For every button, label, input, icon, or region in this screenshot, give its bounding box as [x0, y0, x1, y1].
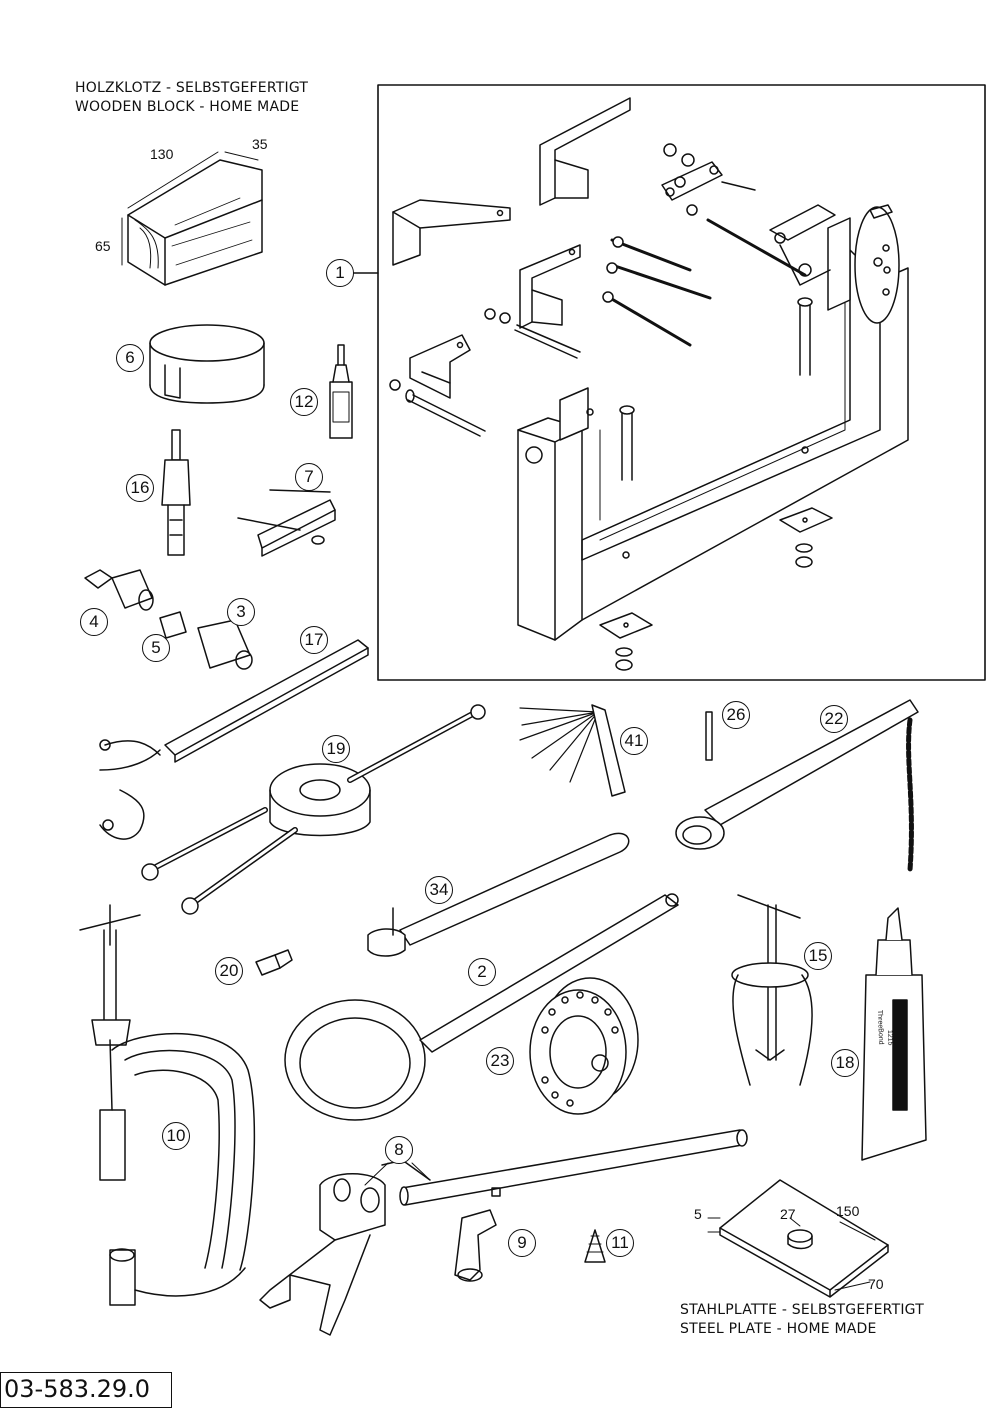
feeler-gauge-drawing: [519, 704, 626, 797]
callout-15: 15: [804, 942, 832, 970]
callout-5: 5: [142, 634, 170, 662]
chain-wrench-drawing: [675, 699, 919, 873]
leader-8: [364, 1162, 431, 1186]
plate-width-dimension: 70: [868, 1276, 884, 1292]
block-length-dimension: 130: [150, 146, 174, 162]
callout-2: 2: [468, 958, 496, 986]
callout-1: 1: [326, 259, 354, 287]
threebond-tube-drawing: ThreeBond 1215: [861, 907, 927, 1161]
callout-34: 34: [425, 876, 453, 904]
wrench-set-19-drawing: [141, 704, 486, 915]
callout-10: 10: [162, 1122, 190, 1150]
steel-plate-caption-de: STAHLPLATTE - SELBSTGEFERTIGT: [680, 1302, 924, 1318]
rotor-puller-drawing: [529, 977, 639, 1115]
wooden-block-caption-de: HOLZKLOTZ - SELBSTGEFERTIGT: [75, 80, 309, 96]
three-jaw-puller-drawing: [731, 894, 813, 1086]
callout-23: 23: [486, 1047, 514, 1075]
callout-16: 16: [126, 474, 154, 502]
callout-19: 19: [322, 735, 350, 763]
screw-drawing: [255, 949, 293, 976]
callout-12: 12: [290, 388, 318, 416]
tube-number-text: 1215: [886, 1030, 894, 1046]
adapter-9-drawing: [454, 1209, 497, 1282]
callout-20: 20: [215, 957, 243, 985]
callout-3: 3: [227, 598, 255, 626]
callout-11: 11: [606, 1229, 634, 1257]
cone-11-drawing: [584, 1229, 606, 1263]
callout-4: 4: [80, 608, 108, 636]
callout-17: 17: [300, 626, 328, 654]
callout-26: 26: [722, 701, 750, 729]
tube-brand-text: ThreeBond: [876, 1010, 884, 1045]
valve-spring-compressor-drawing: [79, 904, 256, 1306]
plate-thickness-dimension: 5: [694, 1206, 702, 1222]
callout-41: 41: [620, 727, 648, 755]
slide-hammer-drawing: [161, 429, 191, 556]
strap-tool-drawing: [367, 832, 630, 957]
plate-hole-dimension: 27: [780, 1206, 796, 1222]
plate-length-dimension: 150: [836, 1203, 860, 1219]
callout-7: 7: [295, 463, 323, 491]
steel-plate-caption-en: STEEL PLATE - HOME MADE: [680, 1321, 877, 1337]
callout-9: 9: [508, 1229, 536, 1257]
wooden-block-drawing: [121, 151, 263, 286]
sleeve-set-drawing: [84, 569, 253, 670]
callout-18: 18: [831, 1049, 859, 1077]
steel-plate-drawing: [707, 1179, 889, 1298]
ring-tool-drawing: [149, 324, 265, 404]
block-depth-dimension: 35: [252, 136, 268, 152]
engine-stand-frame-box: [377, 84, 986, 681]
engine-stand-drawing: [389, 97, 909, 671]
pin-drawing: [705, 711, 713, 761]
part-number-label: 03-583.29.0: [0, 1372, 172, 1408]
wooden-block-caption-en: WOODEN BLOCK - HOME MADE: [75, 99, 300, 115]
clamp-bar-drawing: [237, 489, 336, 557]
clutch-holder-drawing: [284, 893, 679, 1121]
block-height-dimension: 65: [95, 238, 111, 254]
holding-bar-drawing: [99, 639, 369, 840]
callout-6: 6: [116, 344, 144, 372]
bottle-drawing: [329, 344, 353, 439]
callout-8: 8: [385, 1136, 413, 1164]
crankshaft-lever-drawing: [259, 1129, 748, 1336]
callout-22: 22: [820, 705, 848, 733]
